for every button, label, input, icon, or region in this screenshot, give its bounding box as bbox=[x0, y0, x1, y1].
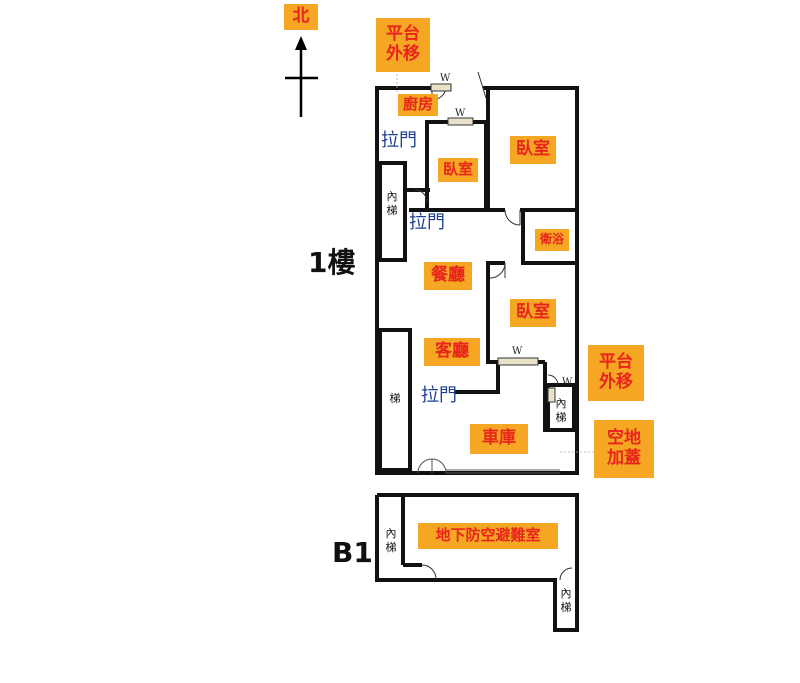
room-bathroom: 衛浴 bbox=[535, 229, 569, 251]
room-bedroom-ne: 臥室 bbox=[510, 136, 556, 164]
room-dining: 餐廳 bbox=[424, 262, 472, 290]
floor-label-basement: B1 bbox=[332, 536, 373, 569]
window-mark-4: W bbox=[562, 377, 573, 388]
sliding-door-label-2: 拉門 bbox=[409, 212, 445, 233]
room-living: 客廳 bbox=[424, 338, 480, 366]
north-label: 北 bbox=[284, 4, 318, 30]
window-mark-3: W bbox=[512, 346, 523, 357]
room-bedroom-mid: 臥室 bbox=[510, 299, 556, 327]
walls-b1 bbox=[375, 493, 579, 632]
stair-inner-1f: 內梯 bbox=[386, 190, 398, 218]
stair-main-1f: 梯 bbox=[389, 392, 401, 405]
floor-label-ground: 1樓 bbox=[308, 246, 356, 279]
annotation-open-space: 空地加蓋 bbox=[594, 420, 654, 478]
stair-inner-b1-right: 內梯 bbox=[560, 587, 572, 615]
sliding-door-label-1: 拉門 bbox=[381, 130, 417, 151]
window-mark-2: W bbox=[455, 108, 466, 119]
annotation-platform-top: 平台外移 bbox=[376, 18, 430, 72]
room-shelter: 地下防空避難室 bbox=[418, 523, 558, 549]
window-mark-1: W bbox=[440, 73, 451, 84]
room-kitchen: 廚房 bbox=[398, 94, 438, 116]
room-bedroom-small: 臥室 bbox=[438, 158, 478, 182]
stair-inner-b1-left: 內梯 bbox=[385, 527, 397, 555]
stair-inner-right-1f: 內梯 bbox=[555, 397, 567, 425]
north-arrow-icon bbox=[285, 36, 318, 117]
room-garage: 車庫 bbox=[470, 424, 528, 454]
sliding-door-label-3: 拉門 bbox=[421, 385, 457, 406]
annotation-platform-right: 平台外移 bbox=[588, 345, 644, 401]
